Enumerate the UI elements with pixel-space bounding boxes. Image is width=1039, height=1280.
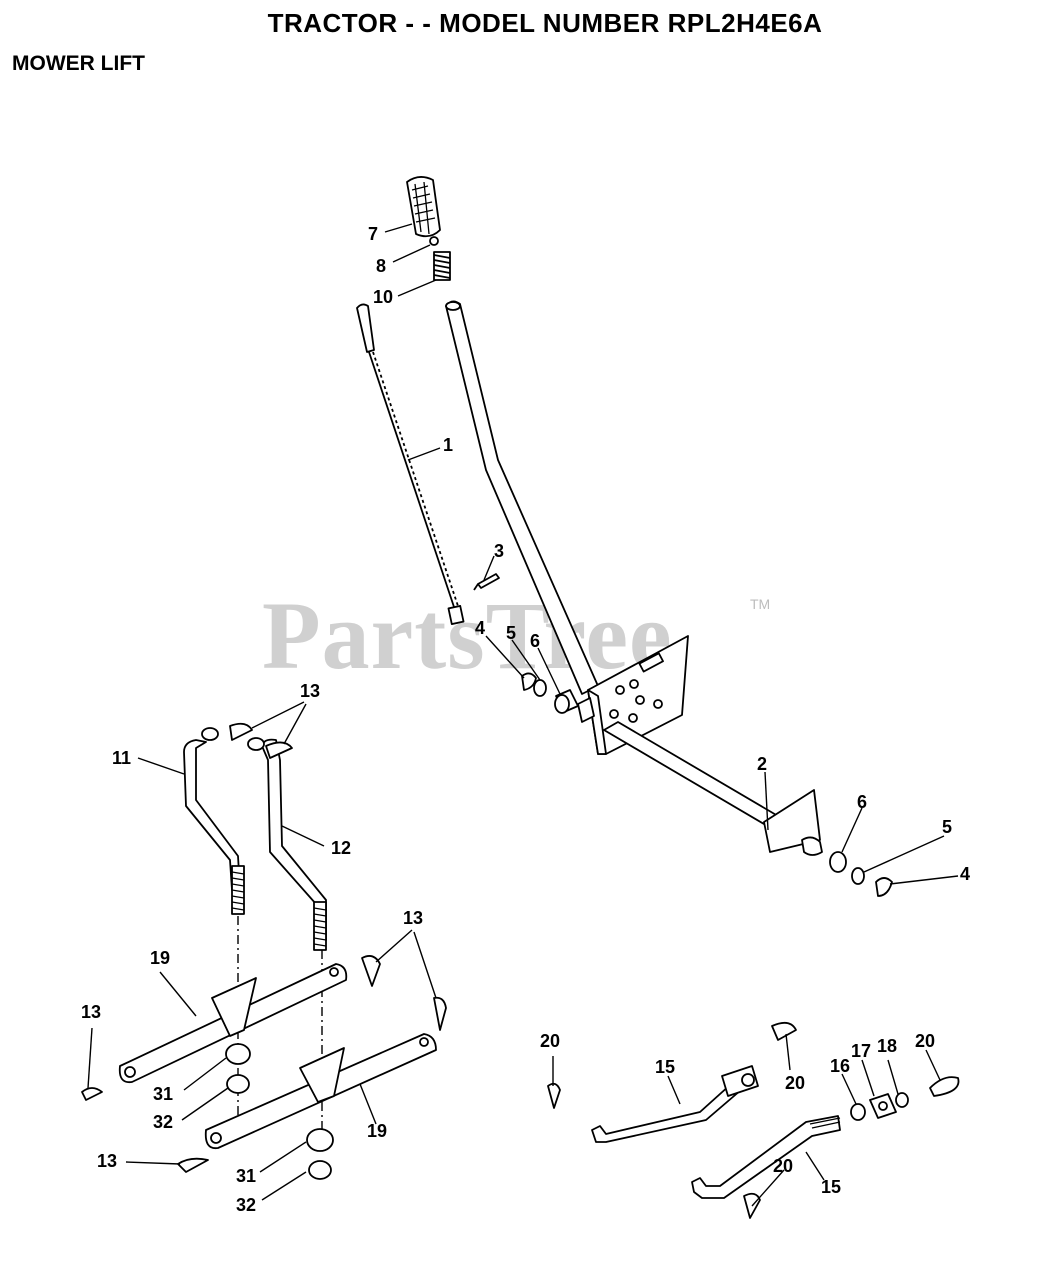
callout-7: 7 xyxy=(368,224,378,244)
part-19-lift-lever-lower[interactable] xyxy=(204,1033,437,1150)
callout-6: 6 xyxy=(857,792,867,812)
part-8-ball[interactable] xyxy=(429,236,439,246)
callout-13: 13 xyxy=(81,1002,101,1022)
section-title: MOWER LIFT xyxy=(12,52,145,75)
part-17-trunnion[interactable] xyxy=(869,1093,897,1119)
callout-15: 15 xyxy=(655,1057,675,1077)
callout-11: 11 xyxy=(112,748,131,768)
part-1-lift-rod[interactable] xyxy=(356,303,465,625)
callout-19: 19 xyxy=(150,948,170,968)
part-11-link-arm[interactable] xyxy=(183,727,245,915)
part-31-bushing-lower[interactable] xyxy=(306,1128,334,1152)
leader-lines xyxy=(87,223,959,1207)
part-32-nut-upper[interactable] xyxy=(226,1074,250,1094)
part-20-hairpin-a[interactable] xyxy=(547,1082,561,1109)
part-3-pin[interactable] xyxy=(473,573,500,591)
callout-4: 4 xyxy=(960,864,970,884)
part-15-deck-rod-upper[interactable] xyxy=(591,1065,759,1143)
part-32-nut-lower[interactable] xyxy=(308,1160,332,1180)
part-6-bushing-right[interactable] xyxy=(829,851,847,873)
callout-31: 31 xyxy=(153,1084,173,1104)
callout-32: 32 xyxy=(236,1195,256,1215)
callout-18: 18 xyxy=(877,1036,897,1056)
part-4-e-clip-right[interactable] xyxy=(875,877,893,897)
part-10-spring[interactable] xyxy=(433,251,451,281)
part-16-washer[interactable] xyxy=(850,1103,866,1121)
callout-31: 31 xyxy=(236,1166,256,1186)
callout-1: 1 xyxy=(443,435,453,455)
lift-handle-tube[interactable] xyxy=(445,300,599,695)
callout-5: 5 xyxy=(942,817,952,837)
part-13-hairpin-1[interactable] xyxy=(229,722,253,741)
callout-3: 3 xyxy=(494,541,504,561)
part-13-hairpin-6[interactable] xyxy=(177,1157,209,1173)
part-13-hairpin-4[interactable] xyxy=(433,996,447,1031)
part-13-hairpin-5[interactable] xyxy=(81,1087,103,1101)
callout-10: 10 xyxy=(373,287,393,307)
part-5-washer-right[interactable] xyxy=(851,867,865,885)
callout-20: 20 xyxy=(773,1156,793,1176)
part-6-bushing-left[interactable] xyxy=(554,689,579,714)
callout-13: 13 xyxy=(97,1151,117,1171)
page-title: TRACTOR - - MODEL NUMBER RPL2H4E6A xyxy=(267,8,823,38)
callout-19: 19 xyxy=(367,1121,387,1141)
part-12-link-arm[interactable] xyxy=(247,737,327,951)
part-18-washer[interactable] xyxy=(895,1092,909,1108)
watermark-trademark: TM xyxy=(750,596,771,612)
callout-13: 13 xyxy=(403,908,423,928)
part-20-hairpin-c[interactable] xyxy=(929,1076,960,1097)
callout-4: 4 xyxy=(475,618,485,638)
part-31-bushing-upper[interactable] xyxy=(225,1043,251,1065)
part-2-lift-shaft[interactable] xyxy=(603,721,823,856)
part-5-washer-left[interactable] xyxy=(533,679,547,697)
callout-labels: 7 8 10 1 3 4 5 6 2 6 5 4 13 11 12 13 19 … xyxy=(81,224,970,1215)
callout-17: 17 xyxy=(851,1041,871,1061)
part-19-lift-lever-upper[interactable] xyxy=(118,963,348,1084)
callout-15: 15 xyxy=(821,1177,841,1197)
part-15-deck-rod-lower[interactable] xyxy=(691,1115,841,1199)
part-13-hairpin-3[interactable] xyxy=(361,955,381,987)
callout-20: 20 xyxy=(915,1031,935,1051)
callout-16: 16 xyxy=(830,1056,850,1076)
callout-20: 20 xyxy=(785,1073,805,1093)
callout-32: 32 xyxy=(153,1112,173,1132)
callout-13: 13 xyxy=(300,681,320,701)
callout-2: 2 xyxy=(757,754,767,774)
watermark-logo: PartsTree xyxy=(262,582,673,689)
part-20-hairpin-b[interactable] xyxy=(771,1021,797,1041)
plate-bushing xyxy=(577,697,595,723)
callout-12: 12 xyxy=(331,838,351,858)
callout-6: 6 xyxy=(530,631,540,651)
part-4-e-clip-left[interactable] xyxy=(521,672,537,691)
part-7-handle-grip[interactable] xyxy=(406,176,441,238)
callout-20: 20 xyxy=(540,1031,560,1051)
callout-8: 8 xyxy=(376,256,386,276)
callout-5: 5 xyxy=(506,623,516,643)
